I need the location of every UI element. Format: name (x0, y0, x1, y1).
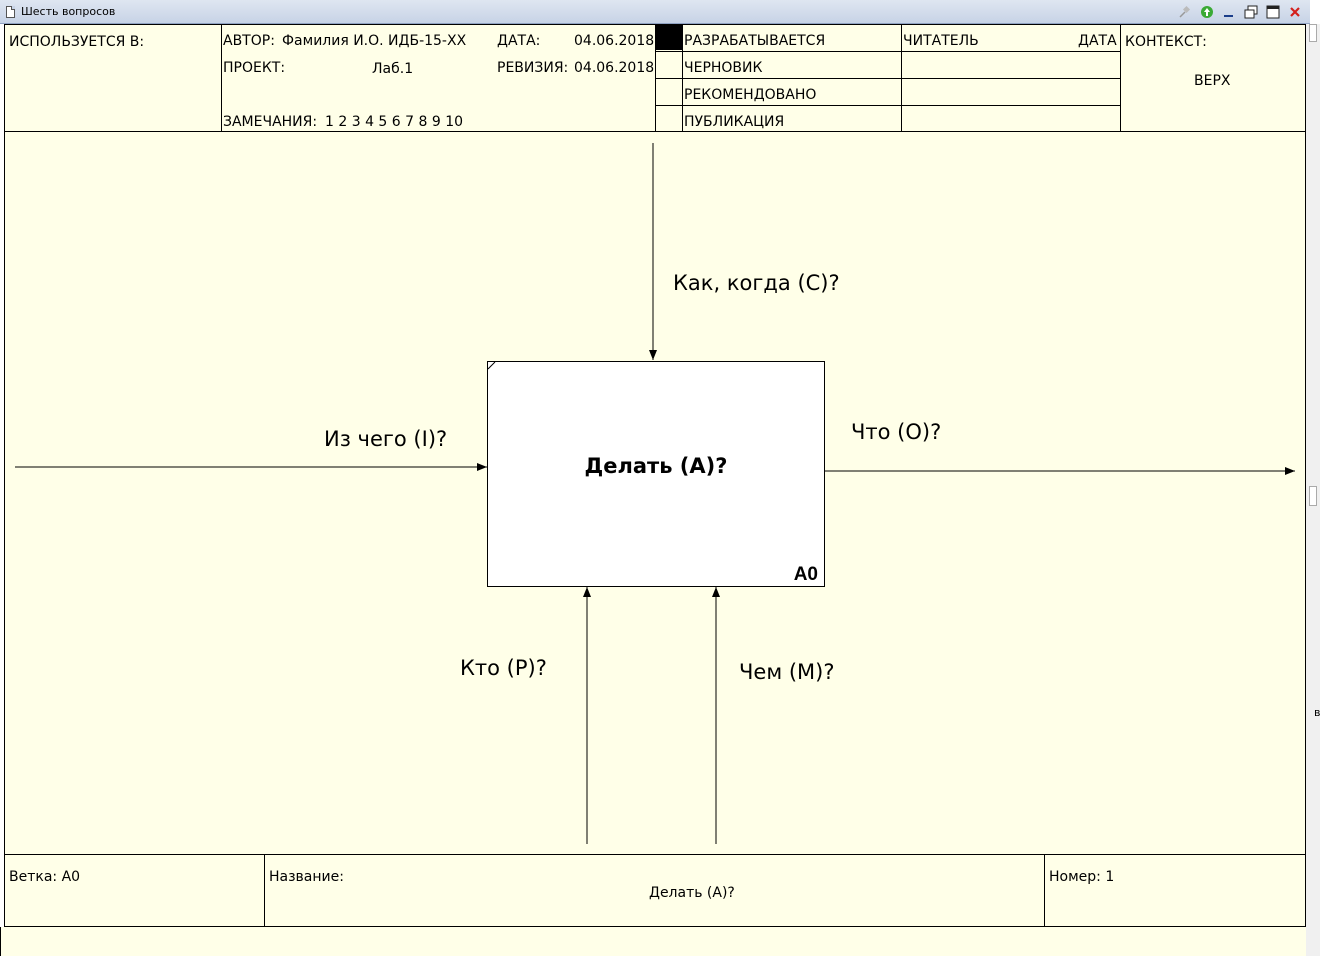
control-label[interactable]: Как, когда (С)? (673, 271, 840, 295)
title-label: Название: (269, 869, 344, 885)
diagram-canvas[interactable]: Делать (А)? A0 Как, когда (С)? Из чего (… (5, 132, 1305, 854)
output-label[interactable]: Что (О)? (851, 420, 942, 444)
number-label: Номер: 1 (1049, 869, 1115, 885)
input-label[interactable]: Из чего (I)? (324, 427, 448, 451)
node-label: Ветка: A0 (9, 869, 81, 885)
minimize-icon[interactable] (1220, 3, 1238, 21)
maximize-icon[interactable] (1264, 3, 1282, 21)
context-label: КОНТЕКСТ: (1125, 34, 1207, 50)
activity-title: Делать (А)? (584, 454, 728, 478)
notes-value: 1 2 3 4 5 6 7 8 9 10 (325, 114, 464, 130)
activity-box-a0[interactable]: Делать (А)? A0 (487, 361, 825, 587)
date-value: 04.06.2018 (574, 33, 655, 49)
current-status-marker (655, 25, 682, 50)
reader-label: ЧИТАТЕЛЬ (903, 33, 979, 49)
author-label: АВТОР: (223, 33, 275, 49)
green-arrows-icon[interactable] (1198, 3, 1216, 21)
status-draft: ЧЕРНОВИК (684, 60, 763, 76)
notes-label: ЗАМЕЧАНИЯ: (223, 114, 318, 130)
close-icon[interactable] (1286, 3, 1304, 21)
bottom-margin (0, 927, 1306, 956)
box-corner-mark (488, 362, 496, 370)
window-titlebar: Шесть вопросов (0, 0, 1310, 24)
pin-icon[interactable] (1176, 3, 1194, 21)
window-title: Шесть вопросов (21, 5, 116, 18)
revision-label: РЕВИЗИЯ: (497, 60, 569, 76)
status-working: РАЗРАБАТЫВАЕТСЯ (684, 33, 826, 49)
diagram-header: ИСПОЛЬЗУЕТСЯ В: АВТОР: Фамилия И.О. ИДБ-… (4, 24, 1306, 132)
activity-number: A0 (793, 564, 818, 585)
revision-value: 04.06.2018 (574, 60, 655, 76)
context-value: ВЕРХ (1194, 73, 1231, 89)
diagram-footer: Ветка: A0 Название: Делать (А)? Номер: 1 (4, 854, 1306, 927)
status-recommended: РЕКОМЕНДОВАНО (684, 87, 817, 103)
mechanism-who-label[interactable]: Кто (Р)? (460, 656, 547, 680)
restore-icon[interactable] (1242, 3, 1260, 21)
side-pane-edge: в (1306, 24, 1320, 956)
used-in-label: ИСПОЛЬЗУЕТСЯ В: (9, 34, 145, 50)
date-label: ДАТА: (497, 33, 541, 49)
side-letter: в (1314, 706, 1320, 719)
project-label: ПРОЕКТ: (223, 60, 286, 76)
project-value: Лаб.1 (372, 61, 414, 77)
author-value: Фамилия И.О. ИДБ-15-ХХ (282, 33, 467, 49)
mechanism-with-label[interactable]: Чем (M)? (739, 660, 835, 684)
title-value: Делать (А)? (649, 885, 735, 901)
window-controls (1176, 3, 1304, 21)
arrows-layer (15, 143, 1295, 844)
status-publication: ПУБЛИКАЦИЯ (684, 114, 785, 130)
reader-date-label: ДАТА (1078, 33, 1117, 49)
document-icon (6, 5, 15, 18)
